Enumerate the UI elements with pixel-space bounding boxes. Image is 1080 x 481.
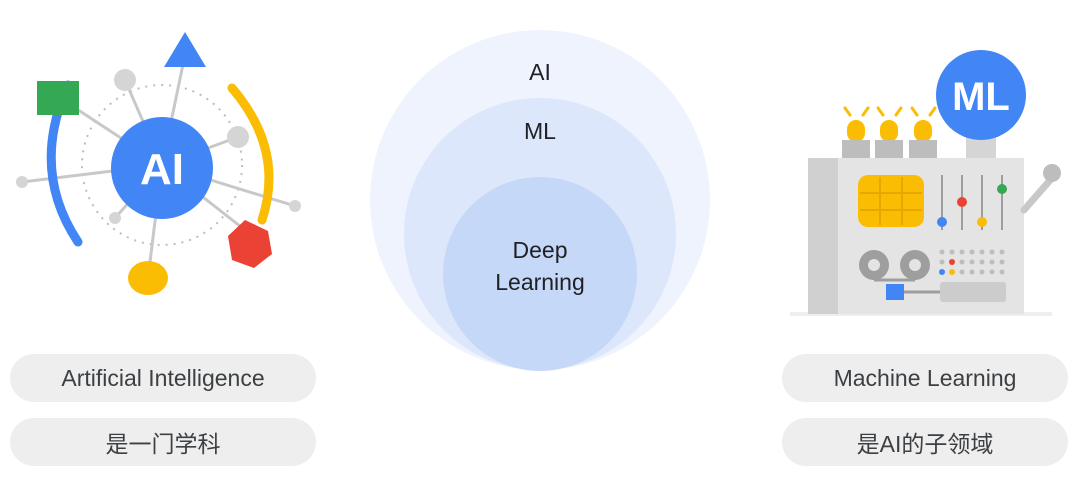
nested-circles-diagram: AI ML Deep Learning	[370, 30, 710, 371]
ml-badge-label: ML	[952, 75, 1010, 119]
deep-learning-circle	[443, 177, 637, 371]
ml-title-text: Machine Learning	[833, 364, 1017, 391]
ai-badge-label: AI	[140, 145, 184, 194]
ai-network-icon: AI	[16, 32, 301, 295]
ml-circle-label: ML	[524, 118, 556, 144]
ai-subtitle-pill: 是一门学科	[10, 418, 316, 466]
deep-learning-label-line1: Deep	[513, 237, 568, 263]
ai-title-pill: Artificial Intelligence	[10, 354, 316, 402]
ml-subtitle-text: 是AI的子领域	[856, 431, 994, 457]
lamps-icon	[842, 106, 937, 158]
ai-subtitle-text: 是一门学科	[105, 431, 221, 457]
red-hexagon-icon	[228, 220, 272, 268]
ml-machine-icon: ML	[790, 50, 1061, 316]
blue-triangle-icon	[164, 32, 206, 67]
ml-subtitle-pill: 是AI的子领域	[782, 418, 1068, 466]
ai-title-text: Artificial Intelligence	[61, 364, 265, 391]
deep-learning-label-line2: Learning	[495, 269, 585, 295]
chip-icon	[858, 175, 924, 227]
yellow-circle-icon	[128, 261, 168, 295]
ml-title-pill: Machine Learning	[782, 354, 1068, 402]
green-square-icon	[37, 81, 79, 115]
ai-circle-label: AI	[529, 59, 551, 85]
